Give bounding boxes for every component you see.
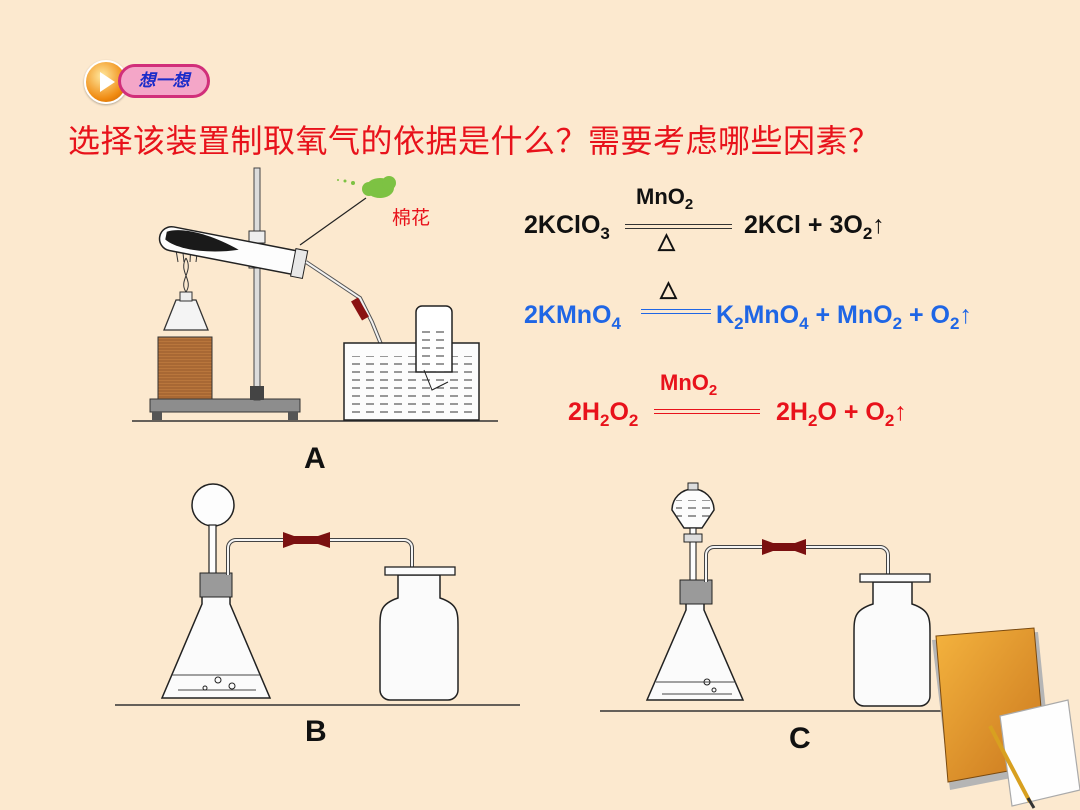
- question-heading: 选择该装置制取氧气的依据是什么？需要考虑哪些因素？: [68, 122, 881, 160]
- label-a: A: [304, 442, 326, 475]
- test-tube-stopper: [290, 248, 309, 280]
- eq1-heat: △: [658, 228, 675, 253]
- lamp-cap: [179, 291, 193, 302]
- stand-rod: [253, 167, 261, 401]
- potassium-permanganate: [165, 230, 239, 252]
- eq1-catalyst: MnO2: [636, 184, 694, 213]
- eq1-products: 2KCl + 3O2↑: [744, 211, 885, 243]
- stand-foot-right: [288, 412, 298, 420]
- apparatus-b: [115, 483, 520, 706]
- eq1-reactant: 2KClO3: [524, 211, 610, 243]
- eq2-products: K2MnO4 + MnO2 + O2↑: [716, 301, 972, 333]
- eq2-heat: △: [660, 276, 677, 301]
- cotton-pointer-line: [299, 197, 367, 246]
- clamp-upper: [248, 230, 266, 244]
- glass-plate-c: [859, 573, 931, 583]
- rubber-stopper-b: [199, 572, 233, 598]
- long-neck-funnel: [191, 483, 235, 527]
- apparatus-c: [600, 482, 990, 712]
- stopcock: [683, 533, 703, 543]
- label-b: B: [305, 715, 327, 748]
- label-c: C: [789, 722, 811, 755]
- rubber-tube-b: [283, 532, 330, 548]
- rubber-tube-c: [762, 539, 806, 555]
- pencil-icon: [988, 725, 1032, 803]
- notebook-decoration: [932, 627, 1080, 809]
- eq2-equals-line: [641, 309, 711, 314]
- stand-foot-left: [152, 412, 162, 420]
- gas-bottle-b: [379, 574, 459, 701]
- paper-sheet: [999, 699, 1080, 807]
- eq3-equals-line: [654, 409, 760, 414]
- eq2-reactant: 2KMnO4: [524, 301, 621, 333]
- think-badge-label: 想一想: [118, 64, 210, 98]
- rubber-tube-a: [351, 297, 369, 321]
- test-tube: [158, 225, 309, 280]
- think-badge[interactable]: 想一想: [84, 60, 216, 104]
- apparatus-a: [132, 167, 498, 422]
- wood-block: [157, 336, 213, 400]
- conical-flask-c: [645, 601, 745, 701]
- eq1-equals-line: [625, 224, 732, 229]
- eq3-catalyst: MnO2: [660, 370, 718, 399]
- eq3-reactant: 2H2O2: [568, 398, 639, 430]
- glass-plate-b: [384, 566, 456, 576]
- eq3-products: 2H2O + O2↑: [776, 398, 907, 430]
- rubber-stopper-c: [679, 579, 713, 605]
- stand-base: [149, 398, 301, 413]
- rod-clamp-base: [250, 386, 264, 400]
- cotton-label: 棉花: [392, 207, 431, 229]
- gas-bottle-c: [853, 581, 931, 707]
